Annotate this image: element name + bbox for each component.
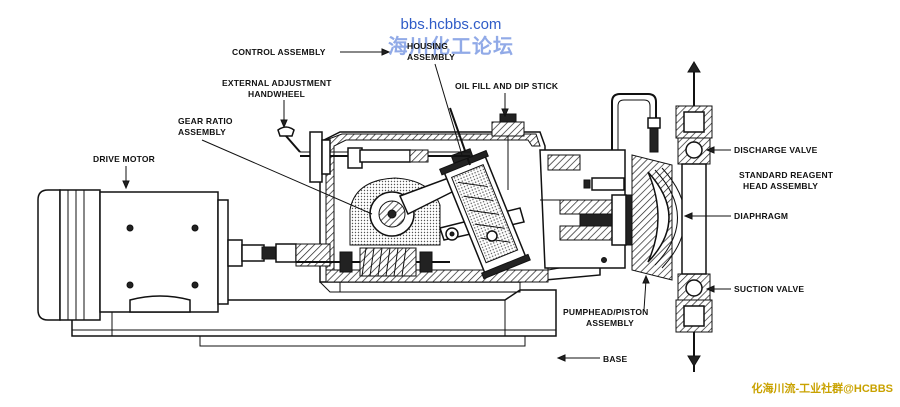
pumphead-assembly: [539, 149, 641, 269]
label-text: CONTROL ASSEMBLY: [232, 47, 326, 57]
label-control-assembly: CONTROL ASSEMBLY: [232, 47, 391, 57]
label-oil-fill: OIL FILL AND DIP STICK: [455, 81, 559, 118]
label-text-line-2: ASSEMBLY: [407, 52, 455, 62]
oil-fill-cap: [491, 113, 525, 190]
label-text: SUCTION VALVE: [734, 284, 804, 294]
worm-shaft: [296, 247, 450, 277]
label-gear-ratio: GEAR RATIO ASSEMBLY: [178, 116, 373, 215]
label-text-line-2: HEAD ASSEMBLY: [743, 181, 818, 191]
label-drive-motor: DRIVE MOTOR: [93, 154, 155, 190]
label-text: DISCHARGE VALVE: [734, 145, 818, 155]
label-text-line-1: HOUSING: [407, 41, 448, 51]
discharge-pipe: [611, 93, 657, 150]
label-text: DIAPHRAGM: [734, 211, 788, 221]
label-base: BASE: [556, 354, 628, 364]
valve-column: [675, 61, 713, 372]
label-reagent-head: STANDARD REAGENT HEAD ASSEMBLY: [739, 170, 834, 191]
watermark-url: bbs.hcbbs.com: [401, 16, 502, 33]
control-cylinder: [439, 107, 531, 280]
label-discharge-valve: DISCHARGE VALVE: [705, 145, 818, 155]
label-external-adjustment: EXTERNAL ADJUSTMENT HANDWHEEL: [222, 78, 332, 129]
label-text: BASE: [603, 354, 628, 364]
handwheel: [277, 126, 470, 183]
label-diaphragm: DIAPHRAGM: [683, 211, 788, 221]
watermark-forum-name: 海川化工论坛: [388, 34, 514, 58]
label-text-line-1: PUMPHEAD/PISTON: [563, 307, 649, 317]
label-text-line-2: HANDWHEEL: [248, 89, 305, 99]
label-suction-valve: SUCTION VALVE: [705, 284, 804, 294]
label-housing-assembly: HOUSING ASSEMBLY: [407, 41, 463, 156]
label-text-line-1: EXTERNAL ADJUSTMENT: [222, 78, 332, 88]
label-text-line-1: GEAR RATIO: [178, 116, 233, 126]
label-text-line-1: STANDARD REAGENT: [739, 170, 834, 180]
drive-motor: [37, 189, 297, 321]
label-text: OIL FILL AND DIP STICK: [455, 81, 559, 91]
label-pumphead-piston: PUMPHEAD/PISTON ASSEMBLY: [563, 274, 650, 328]
credit-text: 化海川流-工业社群@HCBBS: [751, 381, 893, 395]
reagent-head: [631, 117, 686, 281]
label-text: DRIVE MOTOR: [93, 154, 155, 164]
label-text-line-2: ASSEMBLY: [178, 127, 226, 137]
label-text-line-2: ASSEMBLY: [586, 318, 634, 328]
